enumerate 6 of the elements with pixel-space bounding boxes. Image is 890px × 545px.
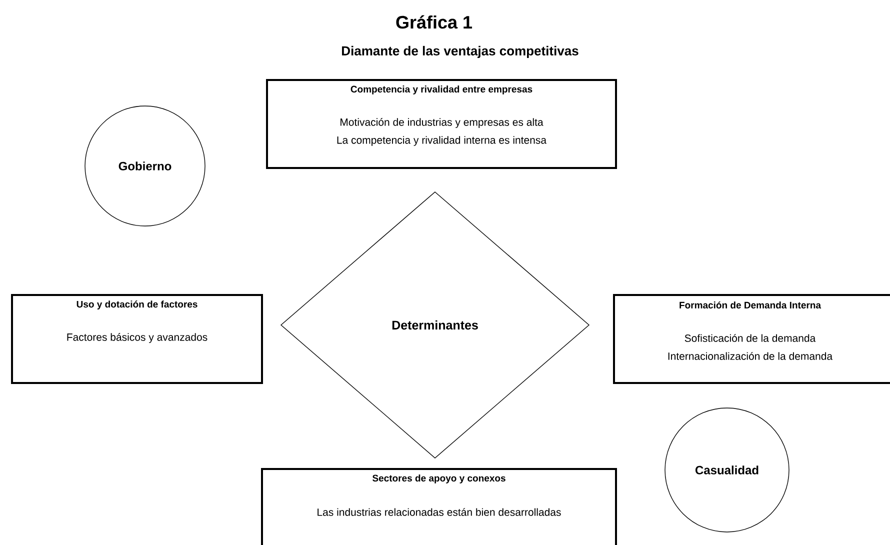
- factor-box: Competencia y rivalidad entre empresas Motivación de industrias y empresas es alta La competencia y rivalidad interna es intensa: [266, 79, 617, 169]
- factor-box: Formación de Demanda Interna Sofisticación de la demanda Internacionalización de la demanda: [613, 294, 890, 384]
- subtitle: Diamante de las ventajas competitivas: [342, 46, 578, 58]
- factor-box: Uso y dotación de factores Factores básicos y avanzados: [11, 294, 263, 384]
- title: Gráfica 1: [396, 15, 472, 29]
- factor-box: Sectores de apoyo y conexos Las industrias relacionadas están bien desarrolladas: [261, 468, 617, 545]
